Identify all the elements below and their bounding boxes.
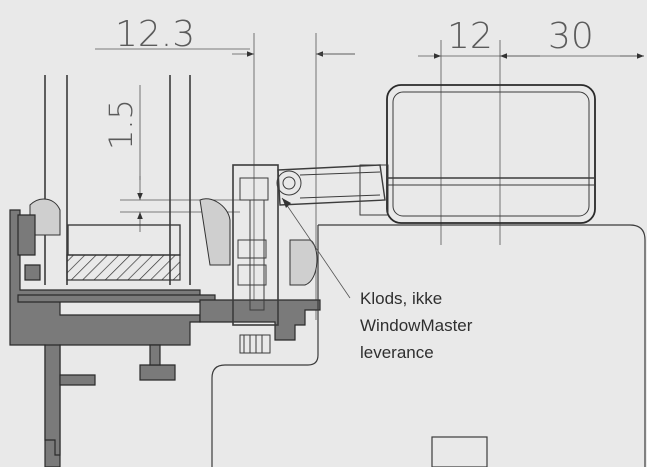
frame-profile-left bbox=[9, 198, 216, 467]
note-line-1: Klods, ikke bbox=[360, 289, 442, 308]
note-line-2: WindowMaster bbox=[360, 316, 473, 335]
dimension-1-5: 1.5 bbox=[102, 85, 240, 232]
dimension-12-3: 12.3 bbox=[95, 14, 355, 57]
actuator-motor-housing bbox=[359, 84, 596, 224]
cleat-block bbox=[239, 334, 271, 354]
note-line-3: leverance bbox=[360, 343, 434, 362]
note-leader bbox=[281, 197, 351, 299]
dimension-label-12-3: 12.3 bbox=[115, 14, 195, 55]
mounting-bracket bbox=[431, 436, 488, 467]
sash-profile bbox=[199, 164, 386, 354]
dimension-label-30: 30 bbox=[548, 16, 594, 57]
chain-arm bbox=[277, 164, 386, 206]
sash-bracket bbox=[232, 164, 279, 326]
dimension-label-1-5: 1.5 bbox=[102, 99, 140, 150]
hinge-pivot bbox=[276, 170, 302, 196]
glass-pane bbox=[44, 75, 191, 285]
wall-block-outline bbox=[211, 224, 646, 467]
note-text: Klods, ikke WindowMaster leverance bbox=[360, 289, 473, 362]
dimension-label-12: 12 bbox=[447, 16, 493, 57]
dimension-12-30: 12 30 bbox=[418, 16, 644, 245]
spacer-bar bbox=[67, 224, 181, 256]
glazing-sealant bbox=[66, 254, 181, 281]
